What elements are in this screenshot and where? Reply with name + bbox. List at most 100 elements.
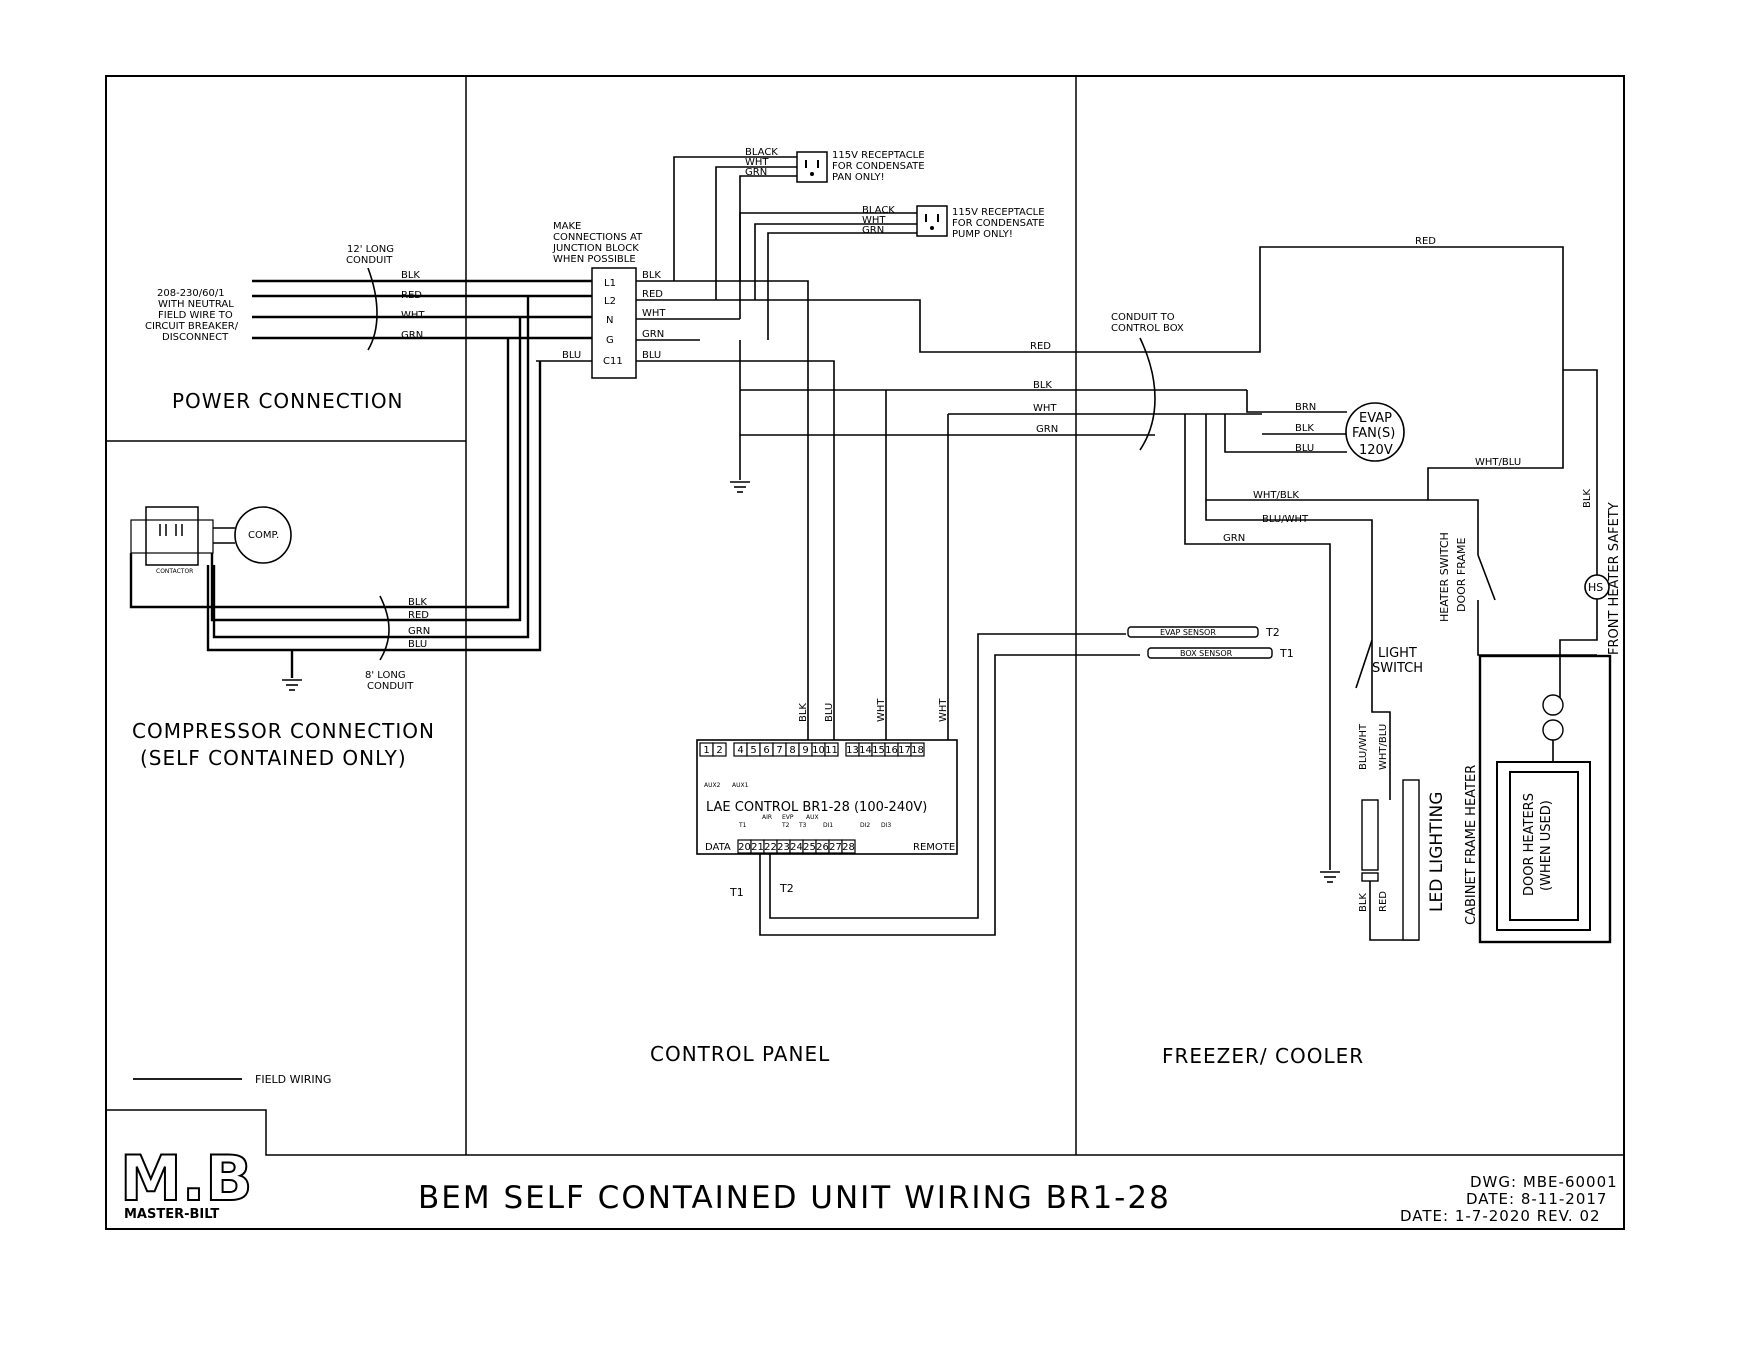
light-switch-1: LIGHT bbox=[1378, 646, 1417, 661]
cb-red: RED bbox=[1030, 341, 1051, 352]
supply-line4: CIRCUIT BREAKER/ bbox=[145, 321, 239, 332]
rec1-label-1: 115V RECEPTACLE bbox=[832, 150, 925, 161]
heater-switch-2: DOOR FRAME bbox=[1455, 538, 1468, 612]
terminal-26: 26 bbox=[816, 842, 829, 853]
section-freezer: FREEZER/ COOLER bbox=[1162, 1044, 1364, 1068]
terminal-g: G bbox=[606, 335, 614, 346]
power-wire-wht: WHT bbox=[401, 310, 425, 321]
sub-t3: T3 bbox=[798, 822, 807, 829]
drawing-date: DATE: 8-11-2017 bbox=[1466, 1190, 1607, 1208]
terminal-l1: L1 bbox=[604, 278, 616, 289]
ctl-t1: T1 bbox=[729, 886, 744, 899]
rec1-wire-wht: WHT bbox=[745, 157, 769, 168]
fan-wire-brn: BRN bbox=[1295, 402, 1316, 413]
jb-out-red: RED bbox=[642, 289, 663, 300]
supply-line5: DISCONNECT bbox=[162, 332, 229, 343]
terminal-9: 9 bbox=[802, 745, 808, 756]
terminal-18: 18 bbox=[911, 745, 924, 756]
sub-evp: EVP bbox=[782, 814, 794, 821]
comp-wire-grn: GRN bbox=[408, 626, 430, 637]
comp-wire-blk: BLK bbox=[408, 597, 427, 608]
cb-conduit-2: CONTROL BOX bbox=[1111, 323, 1184, 334]
terminal-22: 22 bbox=[764, 842, 777, 853]
comp-wire-red: RED bbox=[408, 610, 429, 621]
ctl-wire-blk: BLK bbox=[798, 703, 809, 722]
rec2-label-3: PUMP ONLY! bbox=[952, 229, 1013, 240]
drawing-frame bbox=[105, 75, 1625, 1230]
conduit-8-symbol bbox=[379, 595, 390, 661]
terminal-c11: C11 bbox=[603, 356, 623, 367]
legend: FIELD WIRING bbox=[133, 1073, 331, 1086]
cb-conduit-1: CONDUIT TO bbox=[1111, 312, 1175, 323]
jb-out-blu: BLU bbox=[642, 350, 661, 361]
compressor-connection: CONTACTOR COMP. BLK RED GRN BLU 8' LONG … bbox=[129, 296, 542, 692]
jb-in-blu: BLU bbox=[562, 350, 581, 361]
terminal-1: 1 bbox=[703, 745, 709, 756]
terminal-13: 13 bbox=[846, 745, 859, 756]
logo-mb: M.B bbox=[120, 1142, 253, 1215]
controller-data: DATA bbox=[705, 842, 731, 853]
sub-t1: T1 bbox=[738, 822, 747, 829]
evap-fan: EVAP FAN(S) 120V BRN BLK BLU bbox=[1224, 390, 1405, 462]
sub-di1: DI1 bbox=[823, 822, 833, 829]
cabinet-heater-label: CABINET FRAME HEATER bbox=[1464, 765, 1479, 925]
rec2-wire-wht: WHT bbox=[862, 215, 886, 226]
rec1-wire-grn: GRN bbox=[745, 167, 767, 178]
terminal-6: 6 bbox=[763, 745, 769, 756]
legend-field-wiring: FIELD WIRING bbox=[255, 1073, 331, 1086]
terminal-17: 17 bbox=[898, 745, 911, 756]
controller-remote: REMOTE bbox=[913, 842, 955, 853]
fan-wire-blu: BLU bbox=[1295, 443, 1314, 454]
rec2-label-1: 115V RECEPTACLE bbox=[952, 207, 1045, 218]
evap-fan-label-2: FAN(S) bbox=[1352, 426, 1395, 441]
terminal-box-18 bbox=[910, 742, 925, 757]
terminal-24: 24 bbox=[790, 842, 803, 853]
light-switch-2: SWITCH bbox=[1372, 661, 1423, 676]
terminal-28: 28 bbox=[842, 842, 855, 853]
revision-date: DATE: 1-7-2020 REV. 02 bbox=[1400, 1207, 1601, 1225]
terminal-16: 16 bbox=[885, 745, 898, 756]
evap-fan-label-3: 120V bbox=[1359, 443, 1393, 458]
jb-out-blk: BLK bbox=[642, 270, 661, 281]
fz-blk-vert: BLK bbox=[1582, 489, 1593, 508]
rec1-label-3: PAN ONLY! bbox=[832, 172, 885, 183]
cb-grn: GRN bbox=[1036, 424, 1058, 435]
contactor-box bbox=[145, 506, 199, 566]
title-block: M.B MASTER-BILT BEM SELF CONTAINED UNIT … bbox=[119, 1141, 1617, 1225]
led-wire-whtblu: WHT/BLU bbox=[1378, 724, 1389, 770]
evap-sensor-label: EVAP SENSOR bbox=[1160, 628, 1216, 637]
conduit-12-line2: CONDUIT bbox=[346, 255, 393, 266]
terminal-n: N bbox=[606, 315, 613, 326]
freezer-wiring: RED WHT/BLU WHT/BLK BLU/WHT GRN LIGHT SW… bbox=[1184, 236, 1622, 944]
section-compressor-line2: (SELF CONTAINED ONLY) bbox=[140, 746, 407, 770]
fz-wht-blk: WHT/BLK bbox=[1253, 490, 1299, 501]
fz-blu-wht: BLU/WHT bbox=[1262, 514, 1309, 525]
terminal-l2: L2 bbox=[604, 296, 616, 307]
conduit-12-symbol bbox=[367, 267, 378, 351]
evap-fan-label-1: EVAP bbox=[1359, 411, 1392, 426]
junction-note-3: JUNCTION BLOCK bbox=[552, 243, 639, 254]
junction-note-2: CONNECTIONS AT bbox=[553, 232, 643, 243]
ctl-wire-wht-1: WHT bbox=[876, 698, 887, 722]
rec1-label-2: FOR CONDENSATE bbox=[832, 161, 925, 172]
logo-master-bilt: MASTER-BILT bbox=[124, 1207, 219, 1222]
drawing-title: BEM SELF CONTAINED UNIT WIRING BR1-28 bbox=[418, 1180, 1171, 1216]
fz-red-top: RED bbox=[1415, 236, 1436, 247]
terminal-21: 21 bbox=[751, 842, 764, 853]
junction-note-4: WHEN POSSIBLE bbox=[553, 254, 636, 265]
terminal-14: 14 bbox=[859, 745, 872, 756]
door-heaters-2: (WHEN USED) bbox=[1539, 800, 1554, 891]
supply-line2: WITH NEUTRAL bbox=[158, 299, 234, 310]
terminal-23: 23 bbox=[777, 842, 790, 853]
conduit-12-line1: 12' LONG bbox=[347, 244, 394, 255]
fz-grn: GRN bbox=[1223, 533, 1245, 544]
junction-note-1: MAKE bbox=[553, 221, 581, 232]
controller-title: LAE CONTROL BR1-28 (100-240V) bbox=[706, 800, 927, 815]
supply-line3: FIELD WIRE TO bbox=[158, 310, 233, 321]
ctl-t2: T2 bbox=[779, 882, 794, 895]
terminal-15: 15 bbox=[872, 745, 885, 756]
terminal-5: 5 bbox=[750, 745, 756, 756]
rec2-wire-black: BLACK bbox=[862, 205, 895, 216]
led-wire-blk: BLK bbox=[1358, 893, 1369, 912]
power-wire-grn: GRN bbox=[401, 330, 423, 341]
